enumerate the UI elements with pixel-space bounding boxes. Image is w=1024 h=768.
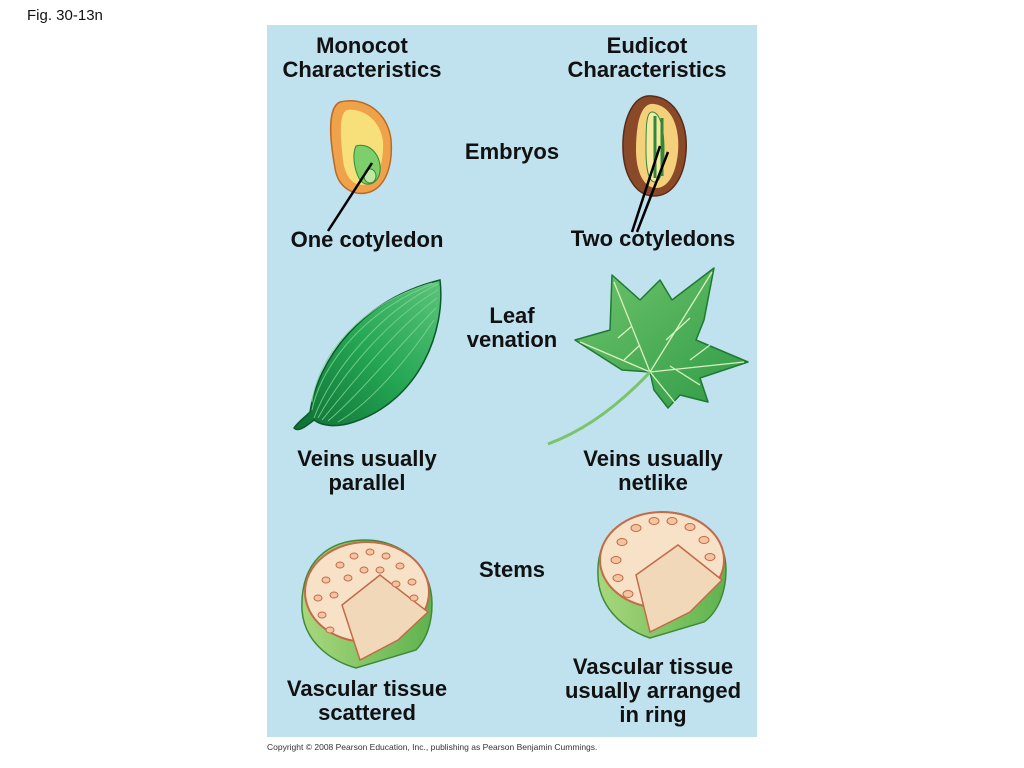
two-cotyledons-label: Two cotyledons <box>570 226 736 251</box>
eudicot-stem-icon <box>597 511 727 639</box>
stems-row-title: Stems <box>478 557 546 582</box>
parallel-veins-label: Veins usually parallel <box>297 446 437 495</box>
eudicot-seed-icon <box>622 95 687 233</box>
figure-label: Fig. 30-13n <box>27 7 103 24</box>
eudicot-heading: Eudicot Characteristics <box>567 33 727 82</box>
leaf-venation-row-title: Leaf venation <box>466 303 558 352</box>
netlike-veins-label: Veins usually netlike <box>583 446 723 495</box>
copyright-notice: Copyright © 2008 Pearson Education, Inc.… <box>267 742 598 752</box>
monocot-heading: Monocot Characteristics <box>282 33 442 82</box>
monocot-leaf-icon <box>293 279 442 431</box>
ring-tissue-label: Vascular tissue usually arranged in ring <box>564 654 742 727</box>
monocot-stem-icon <box>301 539 433 669</box>
embryos-row-title: Embryos <box>464 139 560 164</box>
scattered-tissue-label: Vascular tissue scattered <box>286 676 448 725</box>
eudicot-leaf-icon <box>547 267 749 446</box>
one-cotyledon-label: One cotyledon <box>290 227 444 252</box>
monocot-seed-icon <box>326 100 393 232</box>
